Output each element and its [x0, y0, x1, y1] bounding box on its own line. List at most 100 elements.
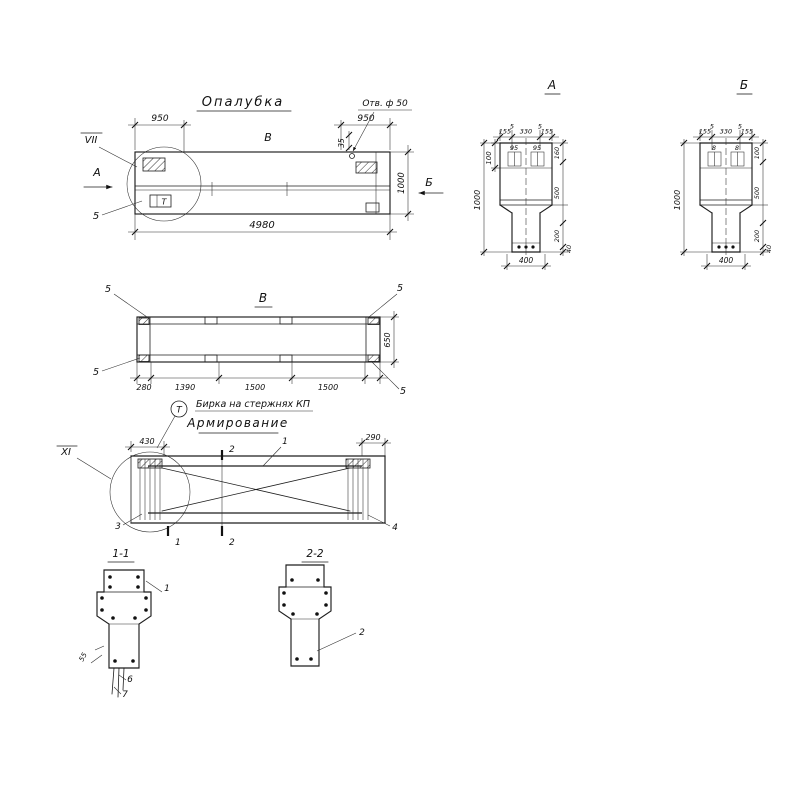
hole-note: Отв. ф 50 [362, 99, 408, 109]
section-b-dim-height [680, 139, 712, 256]
section-b-dims-right [740, 139, 768, 256]
pos-6-label: 6 [127, 675, 133, 685]
section-b-dims-top [693, 130, 759, 150]
section-a-dims-right [540, 139, 568, 256]
embedded-plate-right [355, 161, 378, 174]
dim-b-5-l: 5 [710, 123, 714, 131]
dim-650: 650 [383, 332, 392, 347]
dim-b-100: 100 [753, 147, 761, 159]
tag-letter: Т [162, 198, 168, 207]
formwork-dims-top [128, 118, 397, 152]
dim-b-400: 400 [719, 256, 734, 265]
section-a-outline [499, 138, 553, 257]
section-b: Б 155 5 330 5 155 8 8 [673, 78, 773, 270]
pos-1-label: 1 [282, 437, 288, 447]
dim-b-500: 500 [753, 187, 761, 199]
section-11-title: 1-1 [112, 548, 129, 560]
view-v-outline [136, 316, 381, 363]
formwork-beam-outline [134, 151, 391, 215]
reinforcement-title: Армирование [186, 416, 289, 430]
pos-5-bottom-left: 5 [93, 367, 99, 378]
dim-1000: 1000 [397, 172, 407, 194]
section-a-dims-top [493, 130, 559, 150]
detail-circle-reinforcement [109, 451, 191, 533]
view-v: В 650 280 1390 [93, 283, 406, 397]
section-11-outline [96, 569, 152, 698]
dim-a-400: 400 [519, 256, 534, 265]
hole-mark [349, 153, 355, 159]
dim-430: 430 [139, 437, 154, 446]
pos-label-5: 5 [93, 211, 99, 222]
section-b-outline [699, 138, 753, 257]
section-a-title: А [547, 78, 556, 92]
dim-a-5-r: 5 [538, 123, 542, 131]
section-a: А 155 5 330 5 155 95 [473, 78, 573, 270]
view-formwork: Опалубка Отв. ф 50 В Т 950 950 [80, 95, 444, 240]
reinforcement-dim-290 [356, 438, 391, 456]
dim-4980: 4980 [249, 220, 274, 231]
section-b-title: Б [740, 78, 748, 92]
dim-b-8-l: 8 [712, 144, 716, 152]
cut-2-top-label: 2 [229, 445, 235, 455]
dim-b-5-r: 5 [738, 123, 742, 131]
tag-circle [170, 400, 188, 418]
dim-55: 55 [78, 651, 90, 663]
pos-3-label: 3 [115, 522, 121, 532]
tag-box [149, 194, 172, 208]
pos-4-label: 4 [392, 523, 398, 533]
dim-a-95-l: 95 [510, 144, 518, 152]
section-22-title: 2-2 [306, 548, 323, 560]
dim-1500-b: 1500 [318, 383, 338, 392]
tag-text: Бирка на стержнях КП [196, 399, 310, 410]
pos-5-top-left: 5 [105, 284, 111, 295]
node-marker-xi: XI [60, 447, 71, 458]
dim-b-1000: 1000 [673, 190, 682, 210]
dim-a-100: 100 [485, 151, 493, 165]
dim-a-155-l: 155 [499, 128, 511, 136]
reinforcement-dim-430 [125, 441, 170, 456]
dim-b-155-r: 155 [741, 128, 753, 136]
dim-a-1000: 1000 [473, 190, 482, 210]
dim-b-330: 330 [720, 128, 732, 136]
pos-1-section-label: 1 [164, 584, 170, 594]
section-2-2: 2-2 2 [278, 548, 365, 667]
tag-note: Т Бирка на стержнях КП [156, 399, 313, 449]
dim-a-40: 40 [565, 245, 573, 253]
dim-b-200: 200 [753, 230, 761, 242]
dim-290: 290 [365, 433, 380, 442]
reinforcement-outline [130, 455, 386, 524]
dim-a-500: 500 [553, 187, 561, 199]
dim-a-155-r: 155 [541, 128, 553, 136]
node-marker-vii: VII [85, 135, 98, 146]
dim-a-5-l: 5 [510, 123, 514, 131]
pos-2-section-label: 2 [359, 628, 365, 638]
section-22-outline [278, 564, 332, 667]
dim-950-left: 950 [151, 114, 168, 124]
dim-1500-a: 1500 [245, 383, 265, 392]
detail-circle-formwork [126, 146, 202, 222]
dim-35: 35 [337, 138, 346, 148]
dim-280: 280 [136, 383, 151, 392]
formwork-dim-right [390, 145, 414, 221]
view-arrow-a: А [92, 166, 101, 179]
dim-a-95-r: 95 [533, 144, 541, 152]
dim-b-8-r: 8 [735, 144, 739, 152]
cut-1-bottom-label: 1 [175, 538, 181, 548]
cut-2-bottom-label: 2 [229, 538, 235, 548]
view-v-dim-height [380, 311, 399, 368]
formwork-dim-bottom [128, 214, 397, 240]
dim-b-155-l: 155 [699, 128, 711, 136]
dim-a-200: 200 [553, 230, 561, 242]
dim-b-40: 40 [765, 245, 773, 253]
section-a-dim-bottom [501, 254, 551, 270]
dim-950-right: 950 [357, 114, 374, 124]
pos-7-label: 7 [122, 690, 128, 700]
tag-symbol: Т [176, 406, 183, 416]
view-mark-v: В [264, 131, 272, 144]
dim-1390: 1390 [175, 383, 195, 392]
pos-5-bottom-right: 5 [400, 386, 406, 397]
section-b-dim-bottom [701, 254, 751, 270]
view-arrow-b: Б [425, 176, 433, 189]
